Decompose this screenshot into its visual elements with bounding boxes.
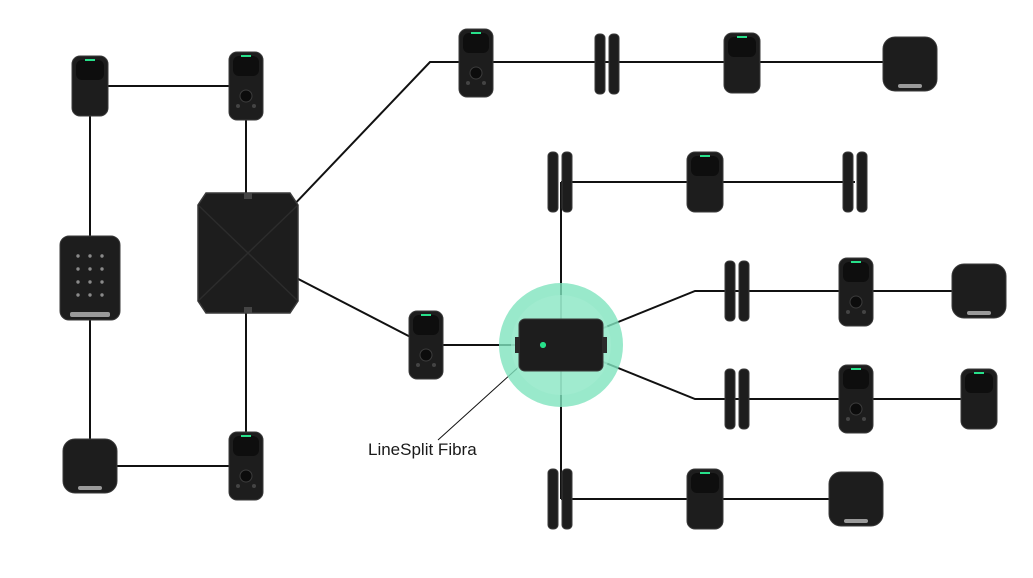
motioncam-icon: [838, 257, 874, 327]
siren-icon: [828, 471, 884, 527]
motioncam-icon: [228, 431, 264, 501]
motion-detector-icon: [723, 32, 761, 94]
linesplit-callout-label: LineSplit Fibra: [368, 440, 477, 459]
keypad-icon: [59, 235, 121, 321]
door-contact-icon: [547, 151, 573, 213]
linesplit-icon: [499, 283, 623, 407]
door-contact-icon: [724, 368, 750, 430]
connection-wire: [560, 344, 979, 400]
device-layer: [59, 28, 1007, 530]
siren-icon: [882, 36, 938, 92]
door-contact-icon: [547, 468, 573, 530]
motion-detector-icon: [960, 368, 998, 430]
motion-detector-icon: [686, 468, 724, 530]
motion-detector-icon: [71, 55, 109, 117]
connection-wire: [560, 290, 979, 346]
motioncam-icon: [458, 28, 494, 98]
door-contact-icon: [594, 33, 620, 95]
door-contact-icon: [724, 260, 750, 322]
motioncam-icon: [408, 310, 444, 380]
motion-detector-icon: [686, 151, 724, 213]
motioncam-icon: [838, 364, 874, 434]
linesplit-led: [540, 342, 546, 348]
fibra-hub-icon: [197, 192, 299, 314]
motioncam-icon: [228, 51, 264, 121]
siren-icon: [951, 263, 1007, 319]
siren-icon: [62, 438, 118, 494]
door-contact-icon: [842, 151, 868, 213]
